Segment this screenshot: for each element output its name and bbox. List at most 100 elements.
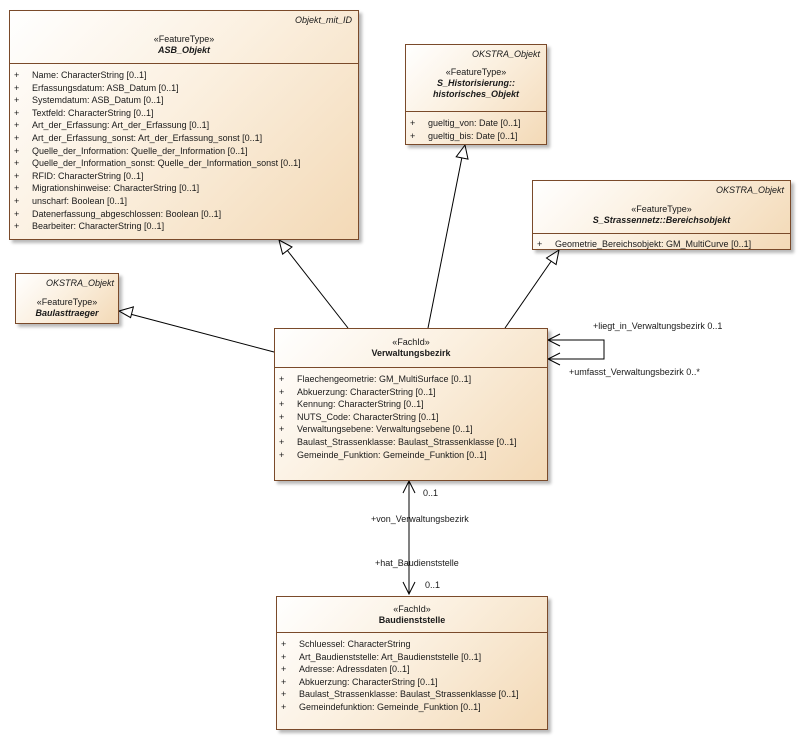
attribute-text: Baulast_Strassenklasse: Baulast_Strassen… — [297, 436, 517, 447]
visibility-marker: + — [14, 95, 20, 106]
visibility-marker: + — [281, 701, 287, 712]
attribute-row: + Quelle_der_Information_sonst: Quelle_de… — [14, 157, 354, 170]
attribute-text: Abkuerzung: CharacterString [0..1] — [299, 676, 438, 687]
role-von-verwaltungsbezirk: +von_Verwaltungsbezirk — [371, 514, 469, 524]
attribute-text: Geometrie_Bereichsobjekt: GM_MultiCurve … — [555, 239, 752, 249]
association-arrow-up — [402, 479, 416, 494]
attribute-text: Quelle_der_Information: Quelle_der_Infor… — [32, 145, 248, 156]
role-hat-baudienststelle: +hat_Baudienststelle — [375, 558, 459, 568]
attribute-row: + Erfassungsdatum: ASB_Datum [0..1] — [14, 82, 354, 95]
visibility-marker: + — [14, 208, 20, 219]
attribute-row: + Datenerfassung_abgeschlossen: Boolean [… — [14, 208, 354, 221]
attribute-row: + Gemeindefunktion: Gemeinde_Funktion [0.… — [281, 701, 543, 714]
attribute-text: Migrationshinweise: CharacterString [0..… — [32, 183, 200, 194]
class-name-line-1: S_Historisierung:: — [436, 78, 515, 88]
attribute-row: +gueltig_bis: Date [0..1] — [410, 130, 542, 143]
visibility-marker: + — [410, 130, 416, 141]
visibility-marker: + — [279, 399, 285, 410]
visibility-marker: + — [14, 195, 20, 206]
parent-package: OKSTRA_Objekt — [45, 278, 114, 288]
attribute-row: + RFID: CharacterString [0..1] — [14, 170, 354, 183]
generalization-to-bereichsobjekt[interactable] — [504, 259, 553, 329]
attribute-row: + Geometrie_Bereichsobjekt: GM_MultiCurve… — [537, 238, 786, 251]
attribute-text: Bearbeiter: CharacterString [0..1] — [32, 221, 165, 232]
attribute-text: Adresse: Adressdaten [0..1] — [299, 664, 410, 675]
generalization-arrowhead — [545, 248, 560, 266]
parent-package: OKSTRA_Objekt — [715, 185, 784, 195]
attribute-row: +Quelle_der_Information: Quelle_der_Info… — [14, 145, 354, 158]
class-baulasttraeger[interactable]: OKSTRA_Objekt «FeatureType» Baulasttraeg… — [15, 273, 119, 324]
visibility-marker: + — [14, 82, 20, 93]
attribute-row: + Bearbeiter: CharacterString [0..1] — [14, 220, 354, 233]
attribute-text: Art_der_Erfassung_sonst: Art_der_Erfassu… — [32, 132, 263, 143]
attribute-text: Art_der_Erfassung: Art_der_Erfassung [0.… — [32, 120, 210, 131]
attribute-text: gueltig_von: Date [0..1] — [428, 118, 521, 128]
attribute-text: RFID: CharacterString [0..1] — [32, 170, 144, 181]
visibility-marker: + — [14, 170, 20, 181]
attribute-row: + Baulast_Strassenklasse: Baulast_Strasse… — [281, 688, 543, 701]
attribute-row: + Art_Baudienststelle: Art_Baudienststell… — [281, 651, 543, 664]
visibility-marker: + — [14, 120, 20, 131]
generalization-to-historisches-objekt[interactable] — [427, 156, 463, 329]
self-association-arrow-bottom — [546, 352, 561, 366]
attribute-row: +Textfeld: CharacterString [0..1] — [14, 107, 354, 120]
visibility-marker: + — [279, 436, 285, 447]
attribute-text: NUTS_Code: CharacterString [0..1] — [297, 411, 439, 422]
visibility-marker: + — [537, 239, 543, 249]
generalization-arrowhead — [455, 143, 469, 160]
visibility-marker: + — [279, 386, 285, 397]
attribute-row: +unscharf: Boolean [0..1] — [14, 195, 354, 208]
visibility-marker: + — [281, 689, 287, 700]
attribute-text: Verwaltungsebene: Verwaltungsebene [0..1… — [297, 424, 473, 435]
attribute-row: +Flaechengeometrie: GM_MultiSurface [0..… — [279, 373, 543, 386]
generalization-to-asb-objekt[interactable] — [286, 249, 349, 329]
attribute-text: Erfassungsdatum: ASB_Datum [0..1] — [32, 82, 179, 93]
class-verwaltungsbezirk[interactable]: «FachId» Verwaltungsbezirk +Flaechengeom… — [274, 328, 548, 481]
association-arrow-down — [402, 581, 416, 596]
attribute-text: Baulast_Strassenklasse: Baulast_Strassen… — [299, 689, 519, 700]
attribute-row: + Systemdatum: ASB_Datum [0..1] — [14, 94, 354, 107]
visibility-marker: + — [281, 664, 287, 675]
multiplicity-hat: 0..1 — [425, 580, 441, 590]
attribute-text: Gemeinde_Funktion: Gemeinde_Funktion [0.… — [297, 449, 487, 460]
visibility-marker: + — [14, 107, 20, 118]
visibility-marker: + — [14, 70, 20, 80]
attribute-text: Art_Baudienststelle: Art_Baudienststelle… — [299, 651, 482, 662]
attribute-text: Gemeindefunktion: Gemeinde_Funktion [0..… — [299, 701, 481, 712]
class-historisches-objekt[interactable]: OKSTRA_Objekt «FeatureType» S_Historisie… — [405, 44, 547, 145]
class-bereichsobjekt[interactable]: OKSTRA_Objekt «FeatureType» S_Strassenne… — [532, 180, 791, 250]
parent-package: Objekt_mit_ID — [294, 15, 352, 25]
attribute-text: Datenerfassung_abgeschlossen: Boolean [0… — [32, 208, 222, 219]
stereotype: «FeatureType» — [153, 34, 215, 44]
attribute-row: + Art_der_Erfassung: Art_der_Erfassung [0… — [14, 119, 354, 132]
self-association-arrow-top — [546, 333, 561, 347]
visibility-marker: + — [14, 158, 20, 169]
visibility-marker: + — [279, 374, 285, 384]
attribute-text: Abkuerzung: CharacterString [0..1] — [297, 386, 436, 397]
class-baudienststelle[interactable]: «FachId» Baudienststelle +Schluessel: Ch… — [276, 596, 548, 730]
generalization-arrowhead — [278, 239, 293, 256]
attribute-text: Kennung: CharacterString [0..1] — [297, 399, 424, 410]
attribute-row: + Adresse: Adressdaten [0..1] — [281, 663, 543, 676]
class-asb-objekt[interactable]: Objekt_mit_ID «FeatureType» ASB_Objekt +… — [9, 10, 359, 240]
stereotype: «FeatureType» — [445, 67, 507, 77]
class-name: ASB_Objekt — [157, 45, 210, 55]
multiplicity-von: 0..1 — [423, 488, 439, 498]
attribute-list: + Geometrie_Bereichsobjekt: GM_MultiCurve… — [533, 233, 790, 255]
visibility-marker: + — [14, 132, 20, 143]
attribute-list: + gueltig_von: Date [0..1] +gueltig_bis: D… — [406, 111, 546, 146]
class-name: Baudienststelle — [378, 615, 446, 625]
attribute-text: Quelle_der_Information_sonst: Quelle_der… — [32, 158, 301, 169]
self-association[interactable] — [548, 339, 605, 360]
attribute-text: Schluessel: CharacterString — [299, 639, 411, 649]
attribute-row: +Schluessel: CharacterString — [281, 638, 543, 651]
visibility-marker: + — [281, 651, 287, 662]
attribute-row: +Migrationshinweise: CharacterString [0.… — [14, 182, 354, 195]
attribute-text: Systemdatum: ASB_Datum [0..1] — [32, 95, 164, 106]
visibility-marker: + — [14, 221, 20, 232]
stereotype: «FeatureType» — [36, 297, 98, 307]
attribute-text: Name: CharacterString [0..1] — [32, 70, 147, 80]
attribute-row: +Gemeinde_Funktion: Gemeinde_Funktion [0… — [279, 449, 543, 462]
attribute-row: +Verwaltungsebene: Verwaltungsebene [0..… — [279, 423, 543, 436]
generalization-to-baulasttraeger[interactable] — [129, 313, 275, 353]
